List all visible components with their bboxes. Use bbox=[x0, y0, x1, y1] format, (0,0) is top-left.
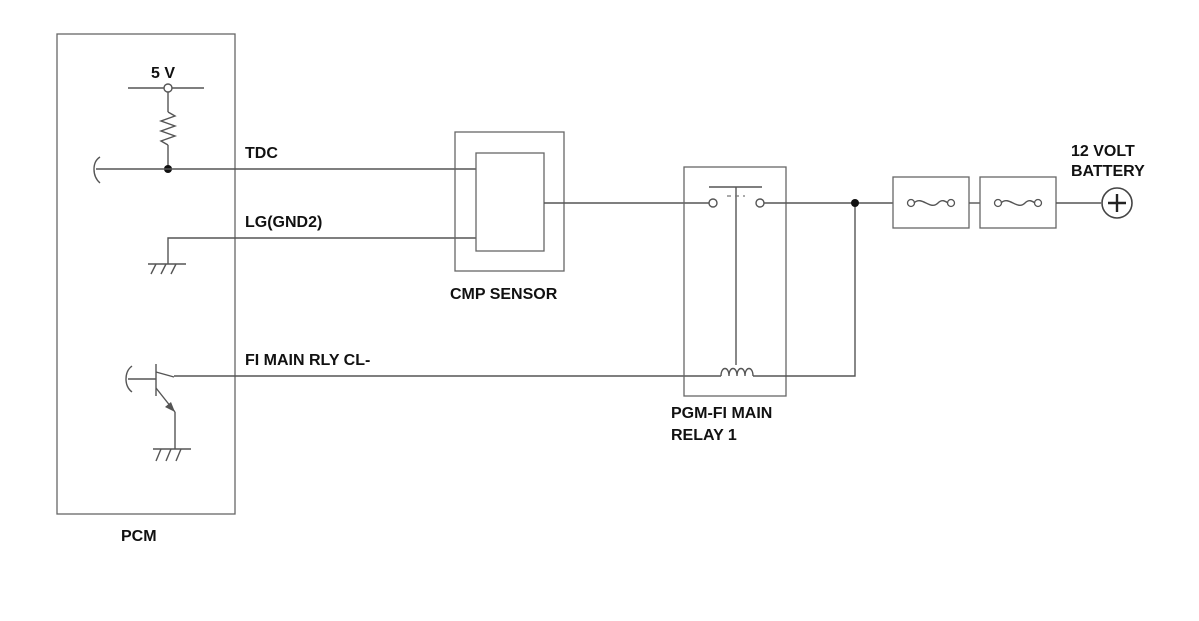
relay-coil-icon bbox=[720, 367, 754, 377]
cmp-sensor-outer-box bbox=[454, 131, 565, 272]
lg-gnd2-wire bbox=[167, 237, 476, 264]
pcm-box bbox=[56, 33, 236, 515]
battery-positive-icon bbox=[1101, 187, 1133, 219]
transistor-base-break-icon bbox=[125, 365, 133, 393]
fuse-box-1 bbox=[892, 176, 970, 229]
label-lg-gnd2: LG(GND2) bbox=[245, 214, 322, 231]
supply-junction-dot bbox=[851, 199, 859, 207]
fuse-icon bbox=[913, 200, 949, 206]
relay-box bbox=[683, 166, 787, 397]
relay-contact-right bbox=[755, 198, 765, 208]
ground-hatch-icon-lower bbox=[155, 448, 162, 462]
relay-coil-supply-wire bbox=[753, 203, 856, 377]
cmp-sensor-inner-box bbox=[475, 152, 545, 252]
label-fi-main-rly: FI MAIN RLY CL- bbox=[245, 352, 370, 369]
ground-hatch-icon bbox=[150, 263, 157, 275]
pullup-resistor-icon bbox=[158, 111, 178, 146]
5v-terminal bbox=[163, 83, 173, 93]
label-battery-line2: BATTERY bbox=[1071, 163, 1145, 180]
label-cmp-sensor: CMP SENSOR bbox=[450, 286, 558, 303]
label-5v: 5 V bbox=[151, 65, 175, 82]
label-relay-line2: RELAY 1 bbox=[671, 427, 737, 444]
label-relay-line1: PGM-FI MAIN bbox=[671, 405, 772, 422]
label-battery-line1: 12 VOLT bbox=[1071, 143, 1135, 160]
pcm-input-break-icon bbox=[93, 156, 101, 184]
emitter-arrow-icon bbox=[165, 402, 175, 412]
label-pcm: PCM bbox=[121, 528, 157, 545]
fuse-icon-2 bbox=[1000, 200, 1036, 206]
transistor-collector bbox=[155, 371, 175, 378]
relay-contact-left bbox=[708, 198, 718, 208]
fuse-box-2 bbox=[979, 176, 1057, 229]
label-tdc: TDC bbox=[245, 145, 278, 162]
